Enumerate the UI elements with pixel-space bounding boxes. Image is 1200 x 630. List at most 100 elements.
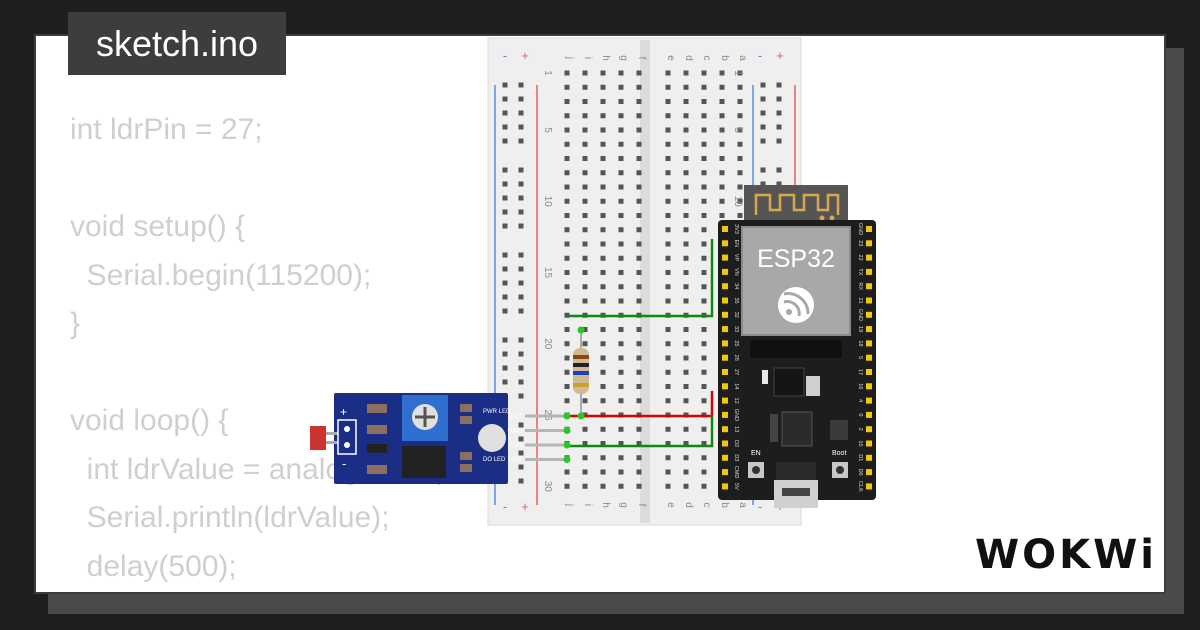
breadboard-hole[interactable] [582, 84, 588, 90]
rail-hole[interactable] [518, 252, 524, 258]
esp32-board[interactable]: ESP32 3V3ENVPVN343532332526271412GND13D2… [718, 185, 876, 508]
breadboard-hole[interactable] [701, 255, 707, 261]
breadboard-hole[interactable] [582, 284, 588, 290]
breadboard-hole[interactable] [618, 369, 624, 375]
breadboard-hole[interactable] [683, 341, 689, 347]
esp32-pin[interactable] [866, 283, 872, 290]
breadboard-hole[interactable] [683, 355, 689, 361]
esp32-pin[interactable] [866, 268, 872, 275]
breadboard-hole[interactable] [582, 341, 588, 347]
breadboard-hole[interactable] [618, 355, 624, 361]
breadboard-hole[interactable] [582, 227, 588, 233]
breadboard-hole[interactable] [636, 341, 642, 347]
breadboard-hole[interactable] [636, 241, 642, 247]
breadboard-hole[interactable] [582, 184, 588, 190]
breadboard-hole[interactable] [737, 213, 743, 218]
breadboard-hole[interactable] [564, 184, 570, 190]
breadboard-hole[interactable] [636, 441, 642, 446]
breadboard-hole[interactable] [618, 284, 624, 290]
esp32-pin[interactable] [866, 383, 872, 390]
breadboard-hole[interactable] [636, 227, 642, 233]
breadboard-hole[interactable] [564, 255, 570, 261]
breadboard-hole[interactable] [600, 227, 606, 233]
breadboard-hole[interactable] [719, 127, 725, 133]
breadboard-hole[interactable] [564, 355, 570, 361]
rail-hole[interactable] [518, 337, 524, 343]
breadboard-hole[interactable] [737, 113, 743, 119]
breadboard-hole[interactable] [701, 84, 707, 90]
breadboard-hole[interactable] [719, 184, 725, 190]
breadboard-hole[interactable] [582, 426, 588, 432]
breadboard-hole[interactable] [719, 213, 725, 218]
breadboard-hole[interactable] [600, 198, 606, 204]
breadboard-hole[interactable] [636, 327, 642, 332]
breadboard-hole[interactable] [683, 270, 689, 275]
breadboard-hole[interactable] [683, 298, 689, 304]
breadboard-hole[interactable] [636, 298, 642, 304]
breadboard-hole[interactable] [600, 384, 606, 389]
breadboard-hole[interactable] [701, 369, 707, 375]
breadboard-hole[interactable] [582, 156, 588, 161]
breadboard-hole[interactable] [683, 99, 689, 104]
breadboard-hole[interactable] [636, 270, 642, 275]
breadboard-hole[interactable] [701, 70, 707, 76]
breadboard-hole[interactable] [683, 426, 689, 432]
breadboard-hole[interactable] [564, 341, 570, 347]
breadboard-hole[interactable] [600, 270, 606, 275]
breadboard-hole[interactable] [564, 369, 570, 375]
breadboard-hole[interactable] [737, 99, 743, 104]
rail-hole[interactable] [502, 110, 508, 116]
esp32-pin[interactable] [866, 254, 872, 261]
breadboard-hole[interactable] [636, 141, 642, 147]
breadboard-hole[interactable] [665, 184, 671, 190]
breadboard-hole[interactable] [564, 469, 570, 475]
breadboard-hole[interactable] [701, 284, 707, 290]
breadboard-hole[interactable] [636, 483, 642, 489]
esp32-pin[interactable] [722, 283, 728, 290]
breadboard-hole[interactable] [701, 198, 707, 204]
breadboard-hole[interactable] [564, 141, 570, 147]
breadboard-hole[interactable] [636, 284, 642, 290]
breadboard-hole[interactable] [636, 398, 642, 404]
esp32-pin[interactable] [866, 454, 872, 461]
breadboard-hole[interactable] [618, 441, 624, 446]
breadboard-hole[interactable] [564, 384, 570, 389]
rail-hole[interactable] [502, 124, 508, 130]
breadboard-hole[interactable] [582, 255, 588, 261]
breadboard-hole[interactable] [665, 441, 671, 446]
rail-hole[interactable] [760, 181, 766, 187]
breadboard-hole[interactable] [683, 227, 689, 233]
breadboard-hole[interactable] [582, 270, 588, 275]
breadboard-hole[interactable] [582, 483, 588, 489]
breadboard-hole[interactable] [665, 127, 671, 133]
breadboard-hole[interactable] [701, 327, 707, 332]
esp32-pin[interactable] [722, 383, 728, 390]
breadboard-hole[interactable] [683, 70, 689, 76]
esp32-pin[interactable] [722, 268, 728, 275]
breadboard-hole[interactable] [683, 170, 689, 176]
breadboard-hole[interactable] [683, 284, 689, 290]
breadboard-hole[interactable] [600, 298, 606, 304]
breadboard-hole[interactable] [600, 141, 606, 147]
esp32-pin[interactable] [722, 426, 728, 433]
breadboard-hole[interactable] [582, 441, 588, 446]
breadboard-hole[interactable] [665, 341, 671, 347]
breadboard-hole[interactable] [719, 84, 725, 90]
breadboard-hole[interactable] [665, 156, 671, 161]
breadboard-hole[interactable] [618, 255, 624, 261]
breadboard-hole[interactable] [600, 426, 606, 432]
rail-hole[interactable] [502, 365, 508, 371]
esp32-pin[interactable] [722, 440, 728, 447]
breadboard-hole[interactable] [683, 455, 689, 461]
resistor[interactable] [573, 326, 589, 420]
rail-hole[interactable] [502, 96, 508, 102]
breadboard-hole[interactable] [665, 227, 671, 233]
esp32-pin[interactable] [722, 369, 728, 375]
esp32-pin[interactable] [722, 226, 728, 232]
breadboard-hole[interactable] [582, 70, 588, 76]
breadboard-hole[interactable] [618, 127, 624, 133]
breadboard-hole[interactable] [737, 127, 743, 133]
breadboard-hole[interactable] [701, 113, 707, 119]
breadboard-hole[interactable] [618, 99, 624, 104]
rail-hole[interactable] [502, 280, 508, 286]
